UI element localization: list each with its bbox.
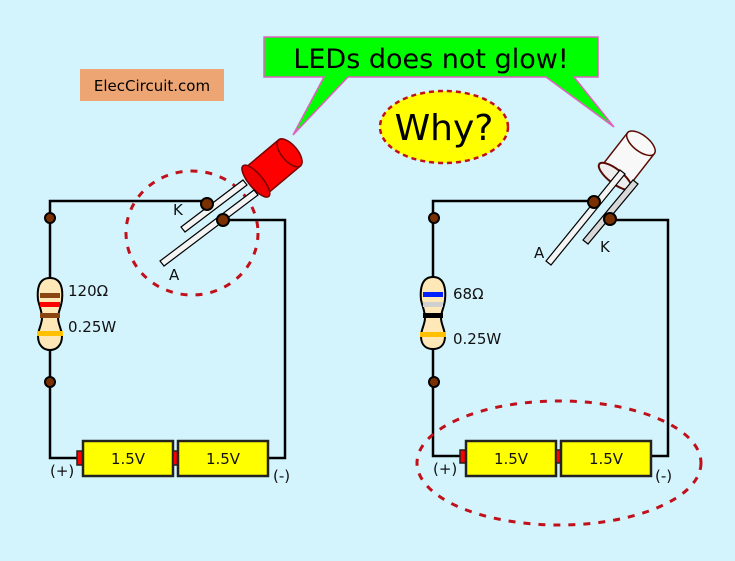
callout-bubble: LEDs does not glow! [263, 36, 615, 136]
highlight-led [124, 169, 260, 297]
right-battery-2 [559, 439, 653, 478]
right-battery-2-label: 1.5V [589, 450, 624, 468]
left-battery-2-label: 1.5V [206, 450, 241, 468]
callout-text: LEDs does not glow! [293, 44, 568, 75]
right-resistor-value: 68Ω [453, 285, 484, 303]
left-battery-1-label: 1.5V [111, 450, 146, 468]
highlight-batteries [415, 399, 703, 527]
right-led: A K [534, 130, 656, 266]
left-resistor-power: 0.25W [68, 318, 116, 336]
right-cathode-label: K [600, 238, 611, 256]
cathode-lead [180, 179, 248, 233]
left-resistor: 120Ω 0.25W [36, 276, 116, 352]
right-battery-1-label: 1.5V [494, 450, 529, 468]
left-resistor-value: 120Ω [68, 282, 108, 300]
left-cathode-label: K [173, 201, 184, 219]
left-node-top [44, 212, 56, 224]
anode-lead [159, 189, 259, 267]
left-minus-label: (-) [273, 467, 290, 485]
left-circuit: 120Ω 0.25W 1.5V 1.5V (+) (-) K A [36, 138, 303, 485]
left-node-bottom [44, 376, 56, 388]
right-resistor-power: 0.25W [453, 330, 501, 348]
right-node-bottom [428, 376, 440, 388]
brand-badge: ElecCircuit.com [80, 69, 224, 101]
right-plus-label: (+) [433, 460, 457, 478]
left-battery-2 [176, 439, 270, 478]
left-anode-label: A [169, 266, 180, 284]
right-minus-label: (-) [655, 467, 672, 485]
brand-label: ElecCircuit.com [94, 77, 210, 95]
question-bubble: Why? [378, 89, 510, 165]
left-battery-1 [81, 439, 175, 478]
right-resistor: 68Ω 0.25W [419, 275, 501, 351]
cathode-lead [582, 179, 639, 245]
anode-lead [545, 169, 626, 266]
right-anode-label: A [534, 244, 545, 262]
question-text: Why? [395, 108, 494, 149]
right-circuit: 68Ω 0.25W 1.5V 1.5V (+) (-) A K [415, 130, 703, 527]
left-led: K A [159, 138, 303, 284]
right-node-top [428, 212, 440, 224]
left-plus-label: (+) [50, 462, 74, 480]
